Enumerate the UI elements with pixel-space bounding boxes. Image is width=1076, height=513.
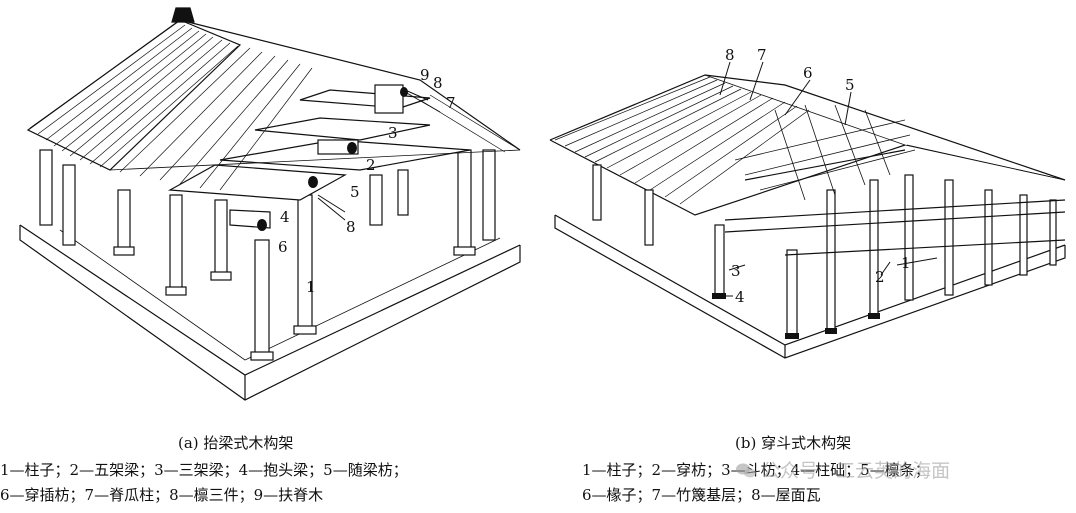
tailiang-illustration: 1 2 3 4 5 6 7 8 8 9	[19, 7, 521, 401]
label-a-6: 6	[278, 238, 288, 256]
legend-tailiang-line-2: 6—穿插枋；7—脊瓜柱；8—檩三件；9—扶脊木	[0, 486, 324, 504]
caption-chuandou: (b) 穿斗式木构架	[735, 434, 852, 452]
label-b-1: 1	[901, 254, 911, 272]
label-b-4: 4	[735, 288, 745, 306]
legend-chuandou: 1—柱子；2—穿枋；3—斗枋；4—柱础；5—檩条； 6—椽子；7—竹篾基层；8—…	[582, 458, 1076, 508]
label-a-1: 1	[306, 278, 316, 296]
diagram-tailiang: 1 2 3 4 5 6 7 8 8 9	[0, 0, 540, 420]
diagram-chuandou: 1 2 3 4 5 6 7 8	[545, 0, 1076, 420]
legend-tailiang-line-1: 1—柱子；2—五架梁；3—三架梁；4—抱头梁；5—随梁枋；	[0, 461, 408, 479]
label-b-6: 6	[803, 64, 813, 82]
label-b-7: 7	[757, 46, 767, 64]
watermark-text: 公众号 · 工云英的海面	[761, 460, 951, 482]
label-a-2: 2	[366, 156, 376, 174]
label-a-5: 5	[350, 183, 360, 201]
label-a-8-top: 8	[433, 74, 443, 92]
label-a-3: 3	[388, 124, 398, 142]
watermark: 公众号 · 工云英的海面	[735, 456, 950, 483]
label-b-2: 2	[875, 268, 885, 286]
legend-chuandou-line-1: 1—柱子；2—穿枋；3—斗枋；4—柱础；5—檩条；	[582, 461, 930, 479]
legend-chuandou-line-2: 6—椽子；7—竹篾基层；8—屋面瓦	[582, 486, 821, 504]
caption-tailiang: (a) 抬梁式木构架	[178, 434, 294, 452]
label-b-8: 8	[725, 46, 735, 64]
label-a-7: 7	[446, 94, 456, 112]
label-a-8-bottom: 8	[346, 218, 356, 236]
label-b-3: 3	[731, 262, 741, 280]
label-a-4: 4	[280, 208, 290, 226]
label-b-5: 5	[845, 76, 855, 94]
chuandou-illustration: 1 2 3 4 5 6 7 8	[549, 46, 1066, 359]
legend-tailiang: 1—柱子；2—五架梁；3—三架梁；4—抱头梁；5—随梁枋； 6—穿插枋；7—脊瓜…	[0, 458, 545, 508]
label-a-9: 9	[420, 66, 430, 84]
wechat-icon	[736, 463, 756, 478]
